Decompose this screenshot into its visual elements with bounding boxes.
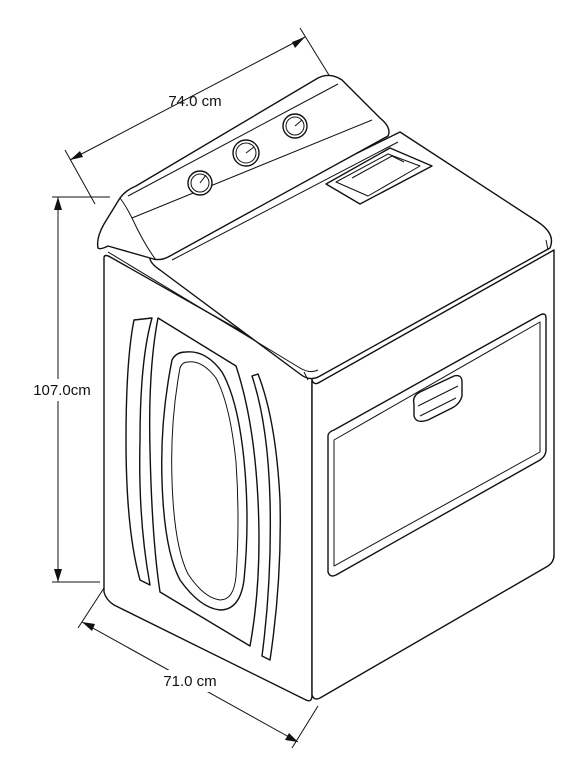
depth-arrow-left (70, 151, 83, 160)
dryer-top-surface (149, 131, 553, 380)
console-top-edge (127, 83, 339, 197)
lid-seam (171, 141, 399, 261)
width-label: 71.0 cm (163, 673, 216, 690)
width-label-bg (150, 670, 230, 692)
knob-right[interactable] (282, 113, 308, 139)
dryer-body (103, 131, 555, 702)
handle-top-line (417, 385, 459, 407)
height-arrow-top (54, 197, 62, 210)
height-arrow-bottom (54, 569, 62, 582)
width-extension-left (77, 587, 105, 629)
door-right-rib (251, 373, 281, 661)
lint-filter-housing[interactable] (325, 147, 433, 205)
width-dimension: 71.0 cm (77, 587, 319, 749)
height-label: 107.0cm (33, 382, 91, 399)
depth-extension-left (64, 149, 96, 205)
height-label-bg (22, 379, 102, 401)
depth-extension-right (299, 27, 333, 81)
depth-dimension: 74.0 cm (64, 27, 333, 205)
depth-label: 74.0 cm (168, 93, 221, 110)
top-back-corner-edge (545, 239, 549, 251)
knob-center[interactable] (232, 139, 260, 167)
width-arrow-left (82, 622, 95, 631)
lint-filter-grip (351, 155, 405, 179)
side-door-outer (327, 313, 547, 577)
side-door-inner (333, 321, 541, 567)
door-window-glass (171, 361, 239, 601)
console-mid-edge (131, 119, 373, 219)
knob-left[interactable] (187, 170, 213, 196)
width-extension-right (291, 705, 319, 749)
handle-grip-line (419, 397, 457, 417)
side-door-handle[interactable] (412, 374, 463, 423)
lint-filter-inner (335, 153, 421, 197)
depth-dimension-line (69, 36, 306, 161)
top-front-edge (107, 251, 319, 373)
handle-body (412, 374, 463, 423)
door-frame-outer (148, 317, 260, 647)
dryer-side-face (311, 249, 555, 700)
width-arrow-right (285, 733, 298, 742)
top-corner-edge (303, 371, 309, 381)
height-dimension: 107.0cm (22, 196, 110, 583)
door-left-rib (125, 317, 153, 586)
door-window-outer (161, 351, 248, 611)
console-panel (96, 74, 390, 261)
depth-arrow-right (292, 37, 305, 48)
lint-filter-outer (325, 147, 433, 205)
front-door[interactable] (125, 317, 281, 661)
side-access-door[interactable] (327, 313, 547, 577)
control-console (96, 74, 390, 261)
